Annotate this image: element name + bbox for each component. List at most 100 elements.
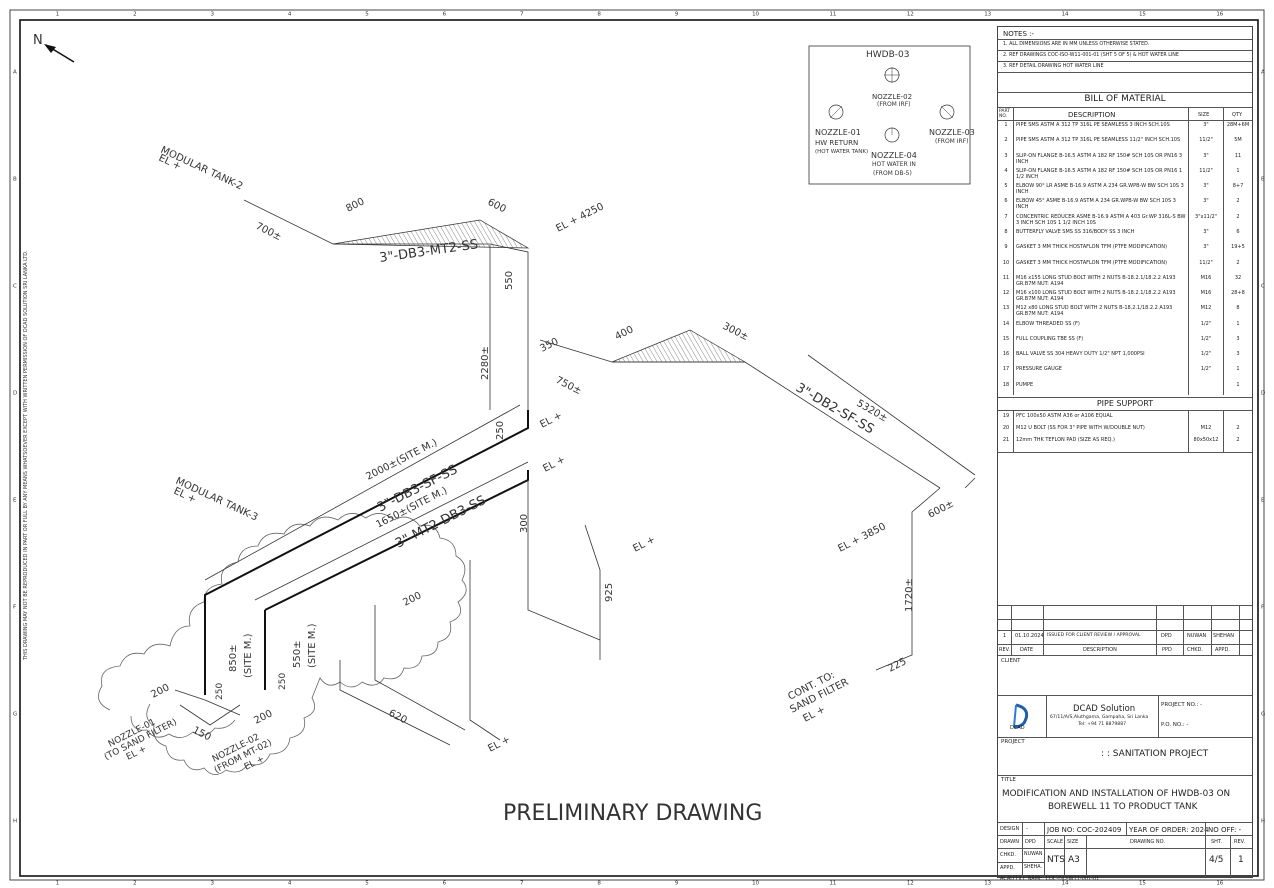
- grid-col-label: 10: [752, 881, 759, 887]
- grid-col-label: 3: [210, 12, 214, 18]
- grid-col-label: 7: [520, 881, 524, 887]
- bom-size: 3"x11/2": [1195, 213, 1217, 220]
- el-plus-3: EL +: [631, 534, 657, 554]
- rev-ppd: DPD: [1161, 633, 1172, 639]
- bom-qty: 2: [1236, 213, 1240, 220]
- grid-col-label: 4: [288, 12, 292, 18]
- bom-qty: 1: [1236, 366, 1240, 373]
- grid-row-label: F: [13, 605, 16, 611]
- bom-description: ELBOW THREADED SS (F): [1016, 320, 1080, 327]
- title-block: NOTES :- 1. ALL DIMENSIONS ARE IN MM UNL…: [997, 26, 1253, 878]
- dim-siteM2: (SITE M.): [307, 623, 318, 668]
- hwdb-n04-c: (FROM DB-5): [873, 170, 912, 177]
- dim-250a: 250: [495, 421, 506, 440]
- grid-col-label: 11: [829, 881, 836, 887]
- bom-size: 3": [1203, 228, 1209, 235]
- bom-description: BUTTERFLY VALVE SMS SS 316/BODY SS 3 INC…: [1016, 228, 1135, 235]
- grid-row-label: B: [13, 177, 17, 183]
- hwdb-n02-a: NOZZLE-02: [872, 93, 912, 101]
- dim-200b: 200: [252, 708, 274, 726]
- grid-row-label: G: [1261, 712, 1265, 718]
- chkd-val: NUWAN: [1024, 852, 1043, 857]
- po-no: P.O. NO.: -: [1161, 722, 1189, 728]
- drawing-no-label: DRAWING NO.: [1130, 839, 1165, 845]
- grid-col-label: 10: [752, 12, 759, 18]
- bom-part-no: 6: [1004, 198, 1008, 205]
- hwdb-n04-b: HOT WATER IN: [872, 161, 916, 168]
- bom-qty: 1: [1236, 381, 1240, 388]
- hwdb-n02-b: (FROM IRF): [877, 101, 911, 108]
- bom-qty: 28+8: [1231, 290, 1245, 297]
- bom-description: ELBOW 90° LR ASME B-16.9 ASTM A 234 GR.W…: [1016, 183, 1184, 196]
- support-part-no: 20: [1002, 425, 1010, 431]
- bom-description: GASKET 3 MM THICK HOSTAFLON TFM (PTFE MO…: [1016, 259, 1167, 266]
- bom-part-no: 4: [1004, 167, 1008, 174]
- notes-title: NOTES :-: [1003, 30, 1034, 38]
- support-qty: 2: [1236, 437, 1240, 443]
- grid-col-label: 6: [443, 12, 447, 18]
- dim-siteM1: (SITE M.): [243, 633, 254, 678]
- grid-row-label: D: [13, 391, 17, 397]
- dim-1720: 1720±: [904, 578, 915, 612]
- rev-h-ppd: PPD: [1162, 647, 1172, 653]
- bom-size: 3": [1203, 183, 1209, 190]
- dim-200c: 200: [401, 590, 423, 608]
- bom-qty: 8: [1236, 305, 1240, 312]
- company-name: DCAD Solution: [1073, 704, 1136, 714]
- bom-part-no: 7: [1004, 213, 1008, 220]
- copyright-side-note: THIS DRAWING MAY NOT BE REPRODUCED IN PA…: [23, 250, 29, 661]
- bom-size: 11/2": [1199, 167, 1213, 174]
- bom-qty: 3: [1236, 335, 1240, 342]
- grid-row-label: E: [1261, 498, 1265, 504]
- drawn-val: DPD: [1025, 839, 1036, 845]
- grid-col-label: 3: [210, 881, 214, 887]
- rev-chkd: NUWAN: [1187, 633, 1207, 639]
- grid-row-label: H: [1261, 819, 1265, 825]
- grid-col-label: 7: [520, 12, 524, 18]
- dim-225: 225: [886, 656, 908, 674]
- grid-row-label: A: [13, 70, 17, 76]
- grid-col-label: 12: [907, 881, 914, 887]
- bom-part-no: 1: [1004, 122, 1008, 128]
- grid-col-label: 15: [1139, 881, 1146, 887]
- bom-size: 1/2": [1200, 320, 1212, 327]
- grid-col-label: 16: [1216, 881, 1223, 887]
- design-label: DESIGN: [1000, 826, 1020, 832]
- bom-description: FULL COUPLING TBE SS (F): [1016, 335, 1084, 342]
- dim-620: 620: [387, 708, 409, 726]
- bom-size: M16: [1200, 290, 1212, 297]
- dim-350: 350: [538, 336, 560, 354]
- bom-description: PIPE SMS ASTM A 312 TP 316L PE SEAMLESS …: [1016, 122, 1170, 128]
- grid-col-label: 12: [907, 12, 914, 18]
- support-size: M12: [1200, 425, 1212, 431]
- bom-part-no: 5: [1004, 183, 1008, 190]
- grid-row-label: B: [1261, 177, 1265, 183]
- title-line-2: BOREWELL 11 TO PRODUCT TANK: [1048, 802, 1198, 812]
- grid-col-label: 15: [1139, 12, 1146, 18]
- revision-cloud-lower: [130, 715, 236, 738]
- bom-size: M12: [1200, 305, 1212, 312]
- project-name: : : SANITATION PROJECT: [1101, 749, 1209, 759]
- bom-size: 1/2": [1200, 351, 1212, 358]
- bom-description: GASKET 3 MM THICK HOSTAFLON TFM (PTFE MO…: [1016, 244, 1167, 251]
- grid-labels: 1122334455667788991010111112121313141415…: [13, 12, 1265, 887]
- rev-h-chkd: CHKD.: [1187, 647, 1203, 653]
- bom-description: CONCENTRIC REDUCER ASME B-16.9 ASTM A 40…: [1016, 213, 1186, 226]
- bom-header-desc: DESCRIPTION: [1068, 111, 1116, 119]
- grid-col-label: 13: [984, 881, 991, 887]
- bom-title: BILL OF MATERIAL: [1084, 94, 1166, 104]
- dim-550: 550: [504, 271, 515, 290]
- bom-qty: 11: [1234, 152, 1242, 159]
- bom-size: M16: [1200, 274, 1212, 281]
- rev-label: REV.: [1234, 839, 1245, 845]
- bom-size: 3": [1203, 198, 1209, 205]
- support-part-no: 19: [1002, 413, 1010, 419]
- company-logo-text: DCAD: [1010, 725, 1025, 731]
- note-2: 2. REF DRAWINGS COC-ISO-W11-001-01 (SHT …: [1003, 53, 1179, 58]
- grid-row-label: H: [13, 819, 17, 825]
- north-arrow: N: [33, 33, 75, 63]
- bom-description: PRESSURE GAUGE: [1016, 366, 1062, 373]
- dim-250c: 250: [278, 673, 288, 690]
- drawn-label: DRAWN: [1000, 839, 1019, 845]
